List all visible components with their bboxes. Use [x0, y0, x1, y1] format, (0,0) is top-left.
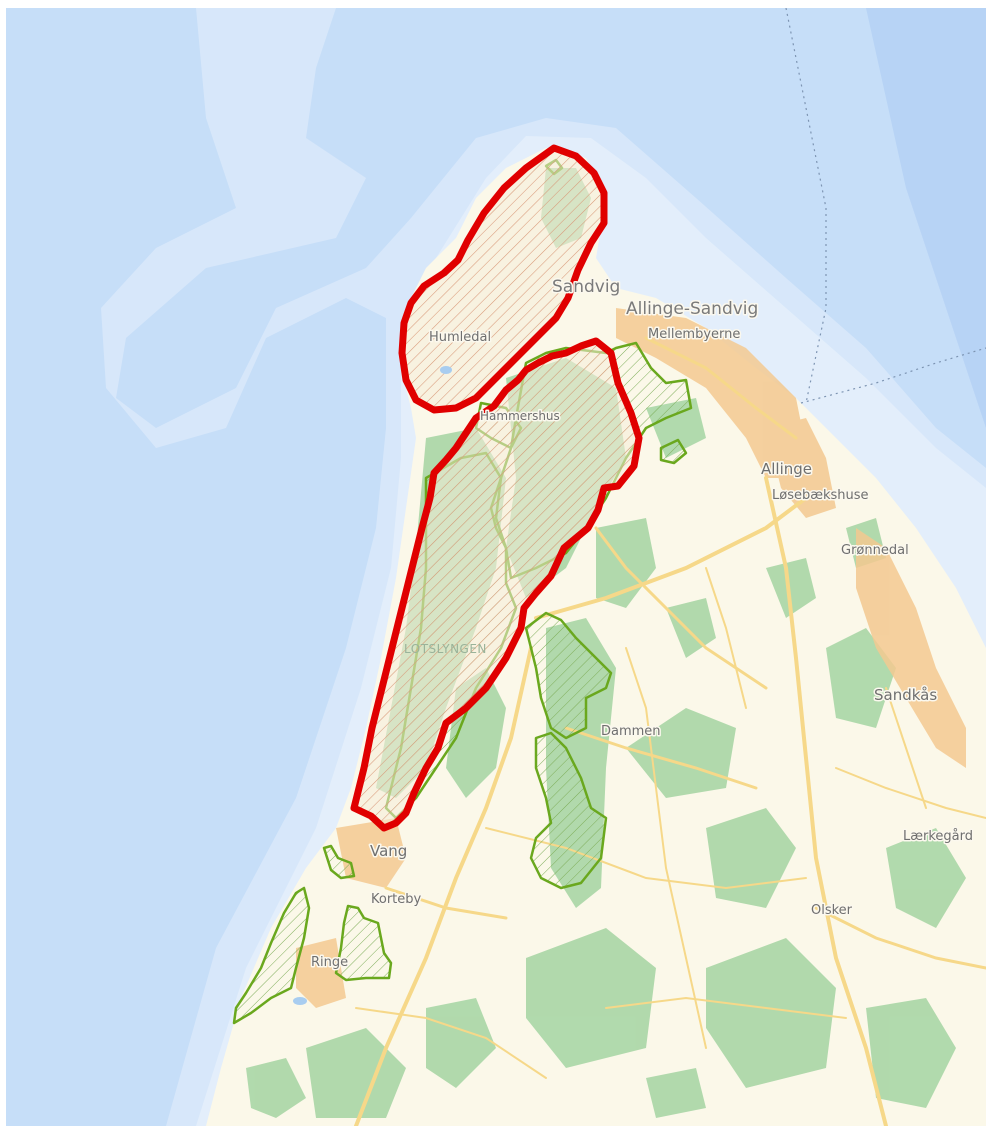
place-label-losebakshuse: Løsebækshuse — [772, 488, 869, 503]
place-label-vang: Vang — [370, 842, 407, 860]
green-area-dammen — [524, 611, 613, 740]
lakes — [293, 366, 452, 1005]
place-label-allinge: Allinge — [761, 460, 812, 478]
place-label-hammershus: Hammershus — [480, 409, 560, 423]
place-label-sandvig: Sandvig — [552, 277, 620, 297]
place-label-olsker: Olsker — [811, 903, 853, 918]
place-label-gronnedal: Grønnedal — [841, 543, 909, 558]
place-label-dammen: Dammen — [601, 724, 661, 739]
green-area-ringe-east — [334, 904, 393, 982]
red-area-slotslyngen — [350, 337, 643, 832]
place-label-allinge-sandvig: Allinge-Sandvig — [626, 299, 758, 319]
protected-areas-red[interactable] — [350, 144, 643, 832]
green-area-south — [529, 731, 608, 890]
green-area-vang — [322, 844, 356, 880]
place-label-korteby: Korteby — [371, 892, 422, 907]
roads — [354, 336, 986, 1126]
place-label-lotslyngen: LOTSLYNGEN — [404, 642, 487, 656]
place-label-ringe: Ringe — [311, 955, 348, 970]
place-label-sandkas: Sandkås — [874, 686, 937, 704]
green-area-east-spot — [659, 438, 688, 465]
ferry-routes — [785, 8, 986, 404]
place-label-larkegard: Lærkegård — [903, 829, 973, 844]
place-label-mellembyerne: Mellembyerne — [648, 327, 740, 342]
green-area-ringe-west — [232, 886, 311, 1025]
urban-areas — [296, 308, 966, 1008]
map-view[interactable]: Sandvig Allinge-Sandvig Mellembyerne Hum… — [6, 8, 986, 1126]
deep-sea-right — [866, 8, 986, 428]
place-labels: Sandvig Allinge-Sandvig Mellembyerne Hum… — [310, 276, 975, 972]
red-area-hammeren — [398, 144, 608, 414]
place-label-humledal: Humledal — [429, 330, 491, 345]
